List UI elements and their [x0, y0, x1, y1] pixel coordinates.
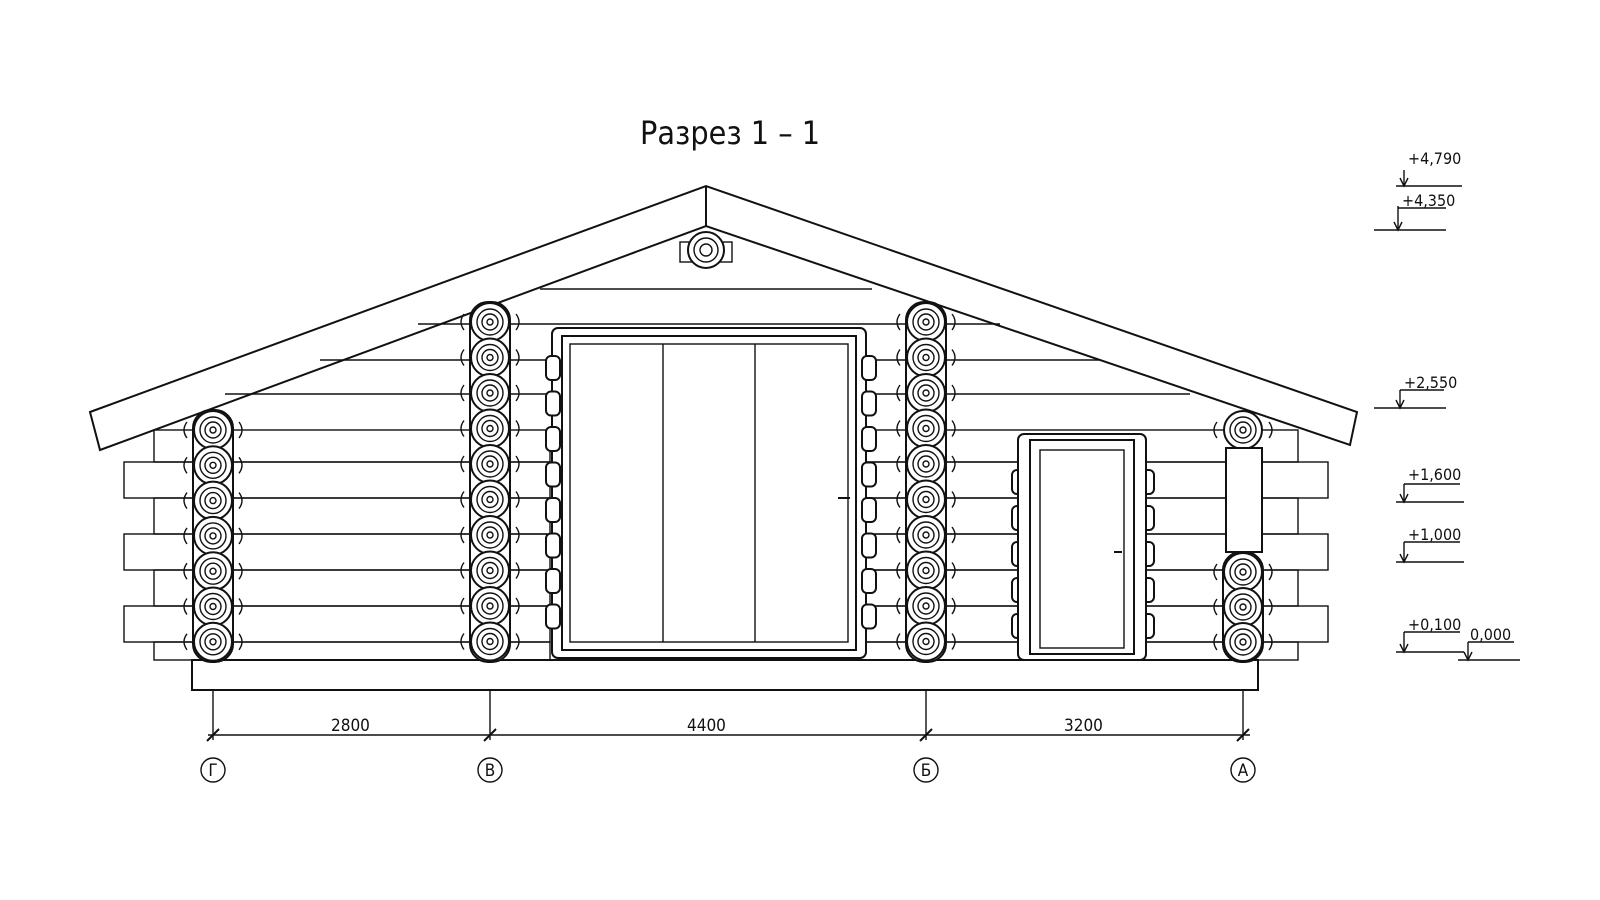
log-end	[1213, 410, 1273, 450]
elevation-label: +4,350	[1402, 191, 1455, 210]
log-end	[896, 621, 956, 662]
elevation-label: +1,000	[1408, 525, 1461, 544]
log-tab	[545, 568, 561, 594]
ridge-log	[679, 231, 733, 269]
log-end	[183, 445, 243, 486]
log-tab	[861, 461, 877, 488]
elevation-mark: +2,550	[1374, 373, 1457, 410]
log-tab	[861, 568, 877, 594]
drawing-title: Разрез 1 – 1	[640, 114, 820, 152]
log-end-columns	[183, 301, 1273, 663]
log-end	[896, 550, 956, 591]
elevation-label: +1,600	[1408, 465, 1461, 484]
log-tab	[861, 603, 877, 630]
elevation-mark: 0,000	[1458, 625, 1520, 662]
log-tab	[861, 497, 877, 523]
log-end	[896, 586, 956, 626]
log-end	[183, 621, 243, 662]
foundation	[191, 659, 1259, 691]
log-end	[460, 515, 520, 555]
log-end	[896, 515, 956, 555]
elevation-mark: +0,100	[1396, 615, 1464, 654]
elevation-mark: +4,350	[1374, 191, 1455, 232]
log-end	[896, 373, 956, 413]
dimension-label: 3200	[1064, 716, 1103, 736]
elevation-mark: +1,000	[1396, 525, 1464, 564]
axis-label: А	[1238, 761, 1249, 781]
log-tab	[861, 390, 877, 417]
log-tab	[545, 390, 561, 417]
log-end	[1213, 622, 1273, 662]
elevation-label: +4,790	[1408, 149, 1461, 168]
elevation-label: 0,000	[1470, 625, 1511, 644]
dimension-label: 4400	[687, 716, 726, 736]
log-end	[896, 337, 956, 378]
log-tab	[545, 497, 561, 523]
axis-label: Г	[208, 761, 217, 781]
log-end	[896, 408, 956, 449]
side-window	[1225, 447, 1263, 553]
dimension-label: 2800	[331, 716, 370, 736]
log-end	[1213, 552, 1273, 592]
log-tab	[861, 532, 877, 559]
log-tab	[861, 426, 877, 452]
log-end	[460, 621, 520, 662]
axis-markers: Г В Б А	[200, 757, 1256, 783]
elevation-mark: +1,600	[1396, 465, 1464, 504]
elevation-marks: +4,790 +4,350 +2,550 +1,600	[1374, 149, 1520, 662]
dimension-chain: 2800 4400 3200	[206, 690, 1250, 742]
axis-label: Б	[921, 761, 932, 781]
log-tab	[545, 355, 561, 381]
log-tab	[545, 603, 561, 630]
log-tab	[545, 461, 561, 488]
log-end	[460, 444, 520, 484]
log-end	[183, 551, 243, 592]
log-end	[460, 302, 520, 342]
log-tab	[861, 355, 877, 381]
axis-label: В	[485, 761, 496, 781]
log-end	[183, 586, 243, 627]
elevation-label: +2,550	[1404, 373, 1457, 392]
entry-door	[1017, 433, 1147, 661]
log-tab	[545, 426, 561, 452]
elevation-mark: +4,790	[1396, 149, 1462, 188]
roof	[88, 184, 1359, 452]
log-end	[183, 515, 243, 556]
large-opening	[551, 327, 867, 659]
log-end	[896, 302, 956, 342]
log-end	[1213, 587, 1273, 627]
log-tab	[545, 532, 561, 559]
elevation-label: +0,100	[1408, 615, 1461, 634]
